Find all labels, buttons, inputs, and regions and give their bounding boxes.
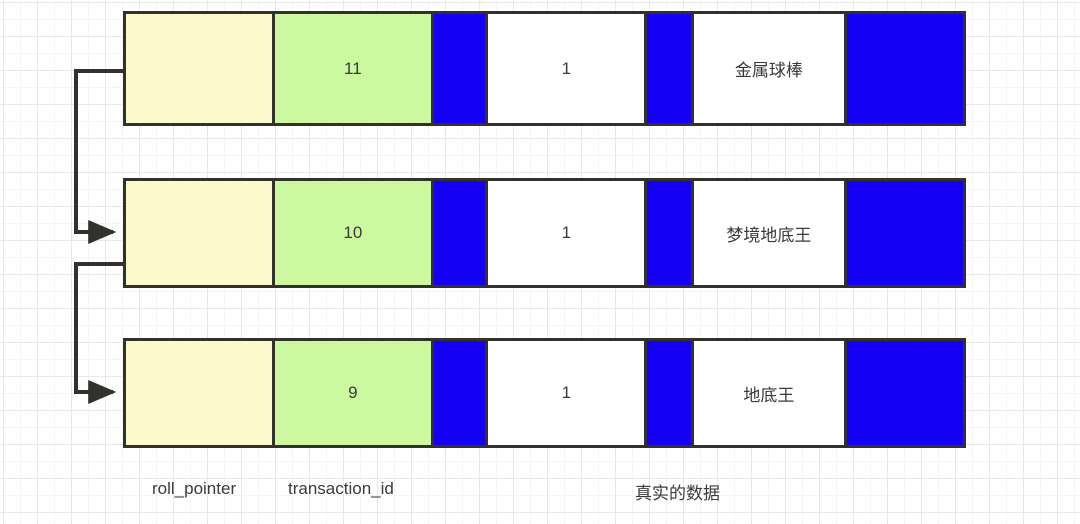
cell-data-value: 梦境地底王 [693,181,847,285]
cell-pointer-marker-2 [647,181,694,285]
cell-id: 1 [488,341,648,445]
cell-transaction-id: 9 [274,341,434,445]
cell-pointer-marker-2 [647,341,694,445]
cell-pointer-marker-3 [846,341,964,445]
legend-label-real-data: 真实的数据 [635,484,720,503]
cell-roll-pointer [126,14,275,123]
legend-label-roll-pointer: roll_pointer [152,479,237,498]
record-row: 9 1 地底王 [123,338,966,448]
roll-pointer-arrow-row2-to-row3 [74,262,123,404]
cell-data-value: 金属球棒 [693,14,847,123]
cell-pointer-marker-1 [433,341,489,445]
legend-label-transaction-id: transaction_id [288,479,394,498]
cell-roll-pointer [126,181,275,285]
cell-pointer-marker-2 [647,14,694,123]
cell-id: 1 [488,181,648,285]
cell-data-value: 地底王 [693,341,847,445]
cell-transaction-id: 10 [274,181,434,285]
record-row: 11 1 金属球棒 [123,11,966,126]
cell-pointer-marker-3 [846,181,964,285]
cell-pointer-marker-1 [433,181,489,285]
roll-pointer-arrow-row1-to-row2 [74,69,123,244]
cell-transaction-id: 11 [274,14,434,123]
cell-roll-pointer [126,341,275,445]
cell-pointer-marker-3 [846,14,964,123]
record-row: 10 1 梦境地底王 [123,178,966,288]
cell-pointer-marker-1 [433,14,489,123]
cell-id: 1 [488,14,648,123]
